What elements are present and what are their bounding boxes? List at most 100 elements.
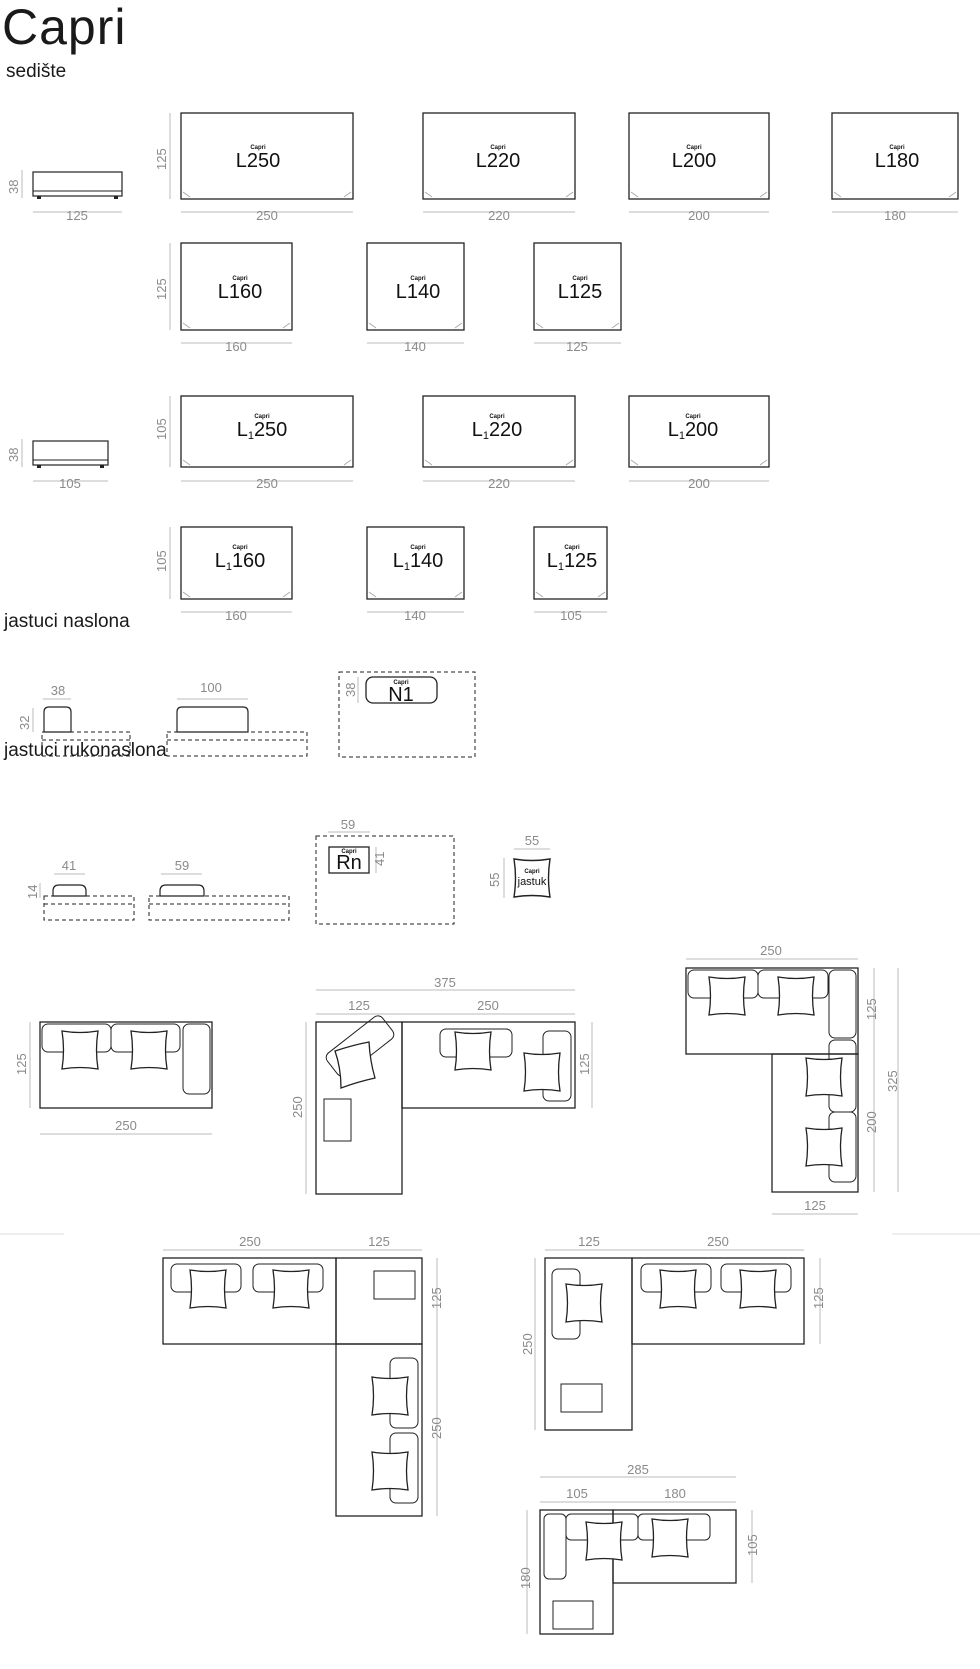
seat-width: 250	[256, 208, 278, 223]
arm-cushion-plan-rn[interactable]: 59 41 Capri Rn	[315, 817, 455, 925]
seat-module-l250[interactable]: Capri L250 250	[180, 112, 354, 223]
dim-right: 250	[707, 1234, 729, 1249]
seat105-row2-depth: 105	[154, 550, 169, 572]
brand-label: Capri	[250, 145, 266, 151]
config-l-shape-right-long[interactable]: 250 125 125 250	[162, 1234, 444, 1517]
dim-height: 41	[372, 852, 387, 866]
seat-module-l125[interactable]: Capri L125 125	[533, 242, 622, 354]
seat-module-l1-125[interactable]: Capri L1125 105	[533, 526, 608, 623]
dim-lower: 200	[864, 1111, 879, 1133]
brand-label: Capri	[410, 545, 426, 551]
brand-label: Capri	[564, 545, 580, 551]
config-compact-corner[interactable]: 285 105 180 180 105	[518, 1462, 760, 1635]
dim-height: 32	[17, 716, 32, 730]
back-cushion-small: 38 32	[17, 683, 131, 757]
seat-label: L180	[875, 150, 920, 172]
dim-length: 250	[520, 1333, 535, 1355]
dim-total: 285	[627, 1462, 649, 1477]
seat105-row1-depth: 105	[154, 418, 169, 440]
brand-label: Capri	[889, 145, 905, 151]
brand-label: Capri	[490, 145, 506, 151]
seat-width: 220	[488, 208, 510, 223]
seat-module-l220[interactable]: Capri L220 220	[422, 112, 576, 223]
brand-label: Capri	[524, 869, 540, 875]
brand-label: Capri	[232, 276, 248, 282]
seat-module-l160[interactable]: Capri L160 160	[180, 242, 293, 354]
seat-width: 140	[404, 608, 426, 623]
dim-total: 325	[885, 1070, 900, 1092]
seat-side-height-105: 38	[6, 448, 21, 462]
seat-label: L250	[236, 150, 281, 172]
cushion-label: N1	[388, 684, 414, 706]
seat-row1-depth: 125	[154, 148, 169, 170]
seat-module-l1-160[interactable]: Capri L1160 160	[180, 526, 293, 623]
dim-upper: 125	[864, 998, 879, 1020]
brand-label: Capri	[685, 414, 701, 420]
dim-left: 105	[566, 1486, 588, 1501]
config-corner-left-chaise[interactable]: 375 125 250 125 250	[290, 975, 593, 1195]
page-title: Capri	[2, 0, 127, 55]
seat-module-l140[interactable]: Capri L140 140	[366, 242, 465, 354]
back-cushion-plan-n1[interactable]: 38 Capri N1	[338, 671, 476, 758]
dim-top: 250	[760, 943, 782, 958]
seat-side-width-105: 105	[59, 476, 81, 491]
arm-cushion-small: 41 14	[25, 858, 135, 921]
brand-label: Capri	[572, 276, 588, 282]
brand-label: Capri	[232, 545, 248, 551]
dim-left: 125	[348, 998, 370, 1013]
dim-width: 250	[115, 1118, 137, 1133]
section-arm-cushions-heading: jastuci rukonaslona	[4, 740, 167, 761]
seat-width: 125	[566, 339, 588, 354]
dim-width: 55	[525, 833, 539, 848]
seat-module-l1-200[interactable]: Capri L1200 200	[628, 395, 770, 491]
brand-label: Capri	[489, 414, 505, 420]
seat-width: 160	[225, 608, 247, 623]
dim-upper: 125	[429, 1287, 444, 1309]
seat-side-view-105: 38 105	[6, 439, 109, 491]
seat-width: 220	[488, 476, 510, 491]
section-back-cushions-heading: jastuci naslona	[4, 611, 130, 632]
seat-module-l1-140[interactable]: Capri L1140 140	[366, 526, 465, 623]
brand-label: Capri	[686, 145, 702, 151]
seat-side-height-125: 38	[6, 180, 21, 194]
seat-width: 250	[256, 476, 278, 491]
dim-width: 59	[341, 817, 355, 832]
pillow-jastuk[interactable]: 55 55 Capri jastuk	[487, 833, 551, 898]
config-straight-sofa[interactable]: 125 250	[14, 1021, 213, 1135]
seat-label: L1160	[215, 550, 266, 573]
seat-label: L1220	[472, 419, 523, 442]
seat-width: 140	[404, 339, 426, 354]
seat-width: 105	[560, 608, 582, 623]
seat-label: L1140	[393, 550, 444, 573]
dim-left: 250	[239, 1234, 261, 1249]
dim-left: 125	[578, 1234, 600, 1249]
pillow-label: jastuk	[517, 876, 547, 888]
dim-length: 250	[290, 1096, 305, 1118]
dim-total: 375	[434, 975, 456, 990]
brand-label: Capri	[254, 414, 270, 420]
dim-depth: 125	[577, 1053, 592, 1075]
seat-width: 160	[225, 339, 247, 354]
brand-label: Capri	[410, 276, 426, 282]
seat-label: L220	[476, 150, 521, 172]
seat-module-l180[interactable]: Capri L180 180	[831, 112, 959, 223]
dim-depth: 125	[811, 1287, 826, 1309]
seat-label: L1125	[547, 550, 598, 573]
dim-right: 180	[664, 1486, 686, 1501]
dim-height: 55	[487, 873, 502, 887]
config-corner-right[interactable]: 250 125 325 200 125	[685, 943, 900, 1215]
seat-width: 200	[688, 208, 710, 223]
seat-label: L1250	[237, 419, 288, 442]
seat-label: L200	[672, 150, 717, 172]
seat-label: L160	[218, 281, 263, 303]
arm-cushion-large: 59	[148, 858, 290, 921]
section-seats-heading: sedište	[6, 61, 67, 82]
seat-module-l1-220[interactable]: Capri L1220 220	[422, 395, 576, 491]
seat-module-l1-250[interactable]: Capri L1250 250	[180, 395, 354, 491]
seat-module-l200[interactable]: Capri L200 200	[628, 112, 770, 223]
config-l-shape-left-chaise[interactable]: 125 250 250 125	[520, 1234, 826, 1431]
seat-side-view-125: 38 125	[6, 170, 123, 223]
brand-label: Capri	[341, 849, 357, 855]
seat-label: L1200	[668, 419, 719, 442]
